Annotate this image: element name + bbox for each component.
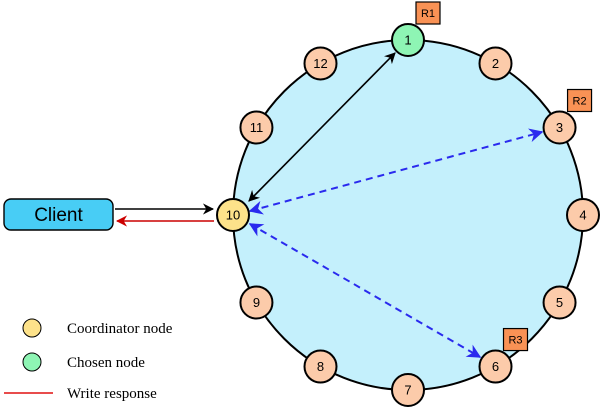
ring-node-11[interactable]: 11 [239, 110, 274, 145]
ring-node-7[interactable]: 7 [391, 373, 425, 407]
ring-node-4[interactable]: 4 [566, 198, 600, 232]
ring-node-circle [542, 285, 577, 320]
ring-node-circle [216, 198, 250, 232]
ring-node-circle [391, 373, 425, 407]
ring-node-label: 1 [404, 33, 411, 48]
ring-node-circle [239, 285, 274, 320]
ring-node-12[interactable]: 12 [303, 46, 338, 81]
legend-write-response-label: Write response [67, 386, 157, 402]
replica-badge-r2: R2 [566, 88, 593, 113]
ring-node-5[interactable]: 5 [542, 285, 577, 320]
ring-node-circle [303, 349, 338, 384]
replica-badge-r1: R1 [415, 1, 441, 25]
legend: Coordinator node Chosen node Write respo… [4, 318, 173, 402]
client-box-shape [3, 198, 114, 231]
legend-chosen-label: Chosen node [67, 355, 145, 371]
ring-node-1[interactable]: 1 [391, 23, 425, 57]
ring-node-circle [391, 23, 425, 57]
ring-node-circle [542, 110, 577, 145]
client-label: Client [34, 205, 83, 226]
edge-coordinator-to-node-3 [248, 128, 544, 215]
ring-node-8[interactable]: 8 [303, 349, 338, 384]
ring-node-6[interactable]: 6 [478, 349, 513, 384]
replica-badge-label: R1 [421, 8, 435, 20]
edges [115, 52, 544, 358]
ring-node-3[interactable]: 3 [542, 110, 577, 145]
replica-badge-shape [502, 327, 529, 352]
legend-item-write-response: Write response [4, 386, 157, 402]
ring-node-circle [478, 349, 513, 384]
client-box[interactable]: Client [3, 198, 114, 231]
ring-node-circle [478, 46, 513, 81]
ring-node-9[interactable]: 9 [239, 285, 274, 320]
ring-node-label: 12 [313, 56, 327, 71]
ring-node-label: 4 [579, 208, 586, 223]
ring-node-label: 3 [556, 120, 563, 135]
ring-node-circle [303, 46, 338, 81]
ring-node-10[interactable]: 10 [216, 198, 250, 232]
ring-node-label: 11 [250, 120, 264, 135]
legend-coordinator-swatch [22, 318, 42, 338]
ring-node-label: 7 [404, 383, 411, 398]
ring-node-2[interactable]: 2 [478, 46, 513, 81]
legend-coordinator-label: Coordinator node [67, 321, 173, 337]
edge-coordinator-to-node-6 [248, 223, 482, 358]
ring-node-label: 2 [492, 56, 499, 71]
ring-node-label: 9 [253, 295, 260, 310]
ring-node-circle [566, 198, 600, 232]
legend-item-coordinator: Coordinator node [22, 318, 173, 338]
replica-badge-shape [566, 88, 593, 113]
replica-badge-label: R2 [573, 96, 587, 108]
ring-node-label: 5 [556, 295, 563, 310]
ring-node-label: 10 [226, 208, 240, 223]
replica-badge-label: R3 [508, 335, 522, 347]
ring-node-label: 6 [492, 359, 499, 374]
replica-badge-shape [415, 1, 441, 25]
ring-node-circle [239, 110, 274, 145]
legend-item-chosen: Chosen node [22, 352, 145, 372]
hash-ring [232, 39, 584, 391]
ring-node-label: 8 [317, 359, 324, 374]
replica-badge-r3: R3 [502, 327, 529, 352]
legend-chosen-swatch [22, 352, 42, 372]
